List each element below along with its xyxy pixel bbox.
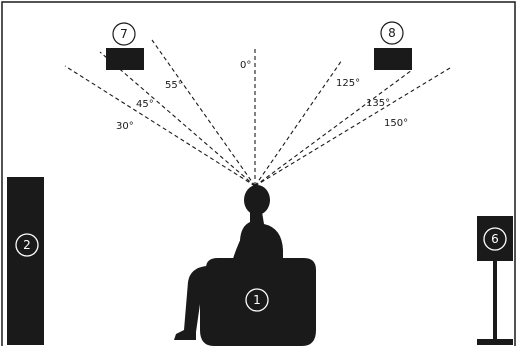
ray-55	[151, 39, 256, 187]
angle-label-55: 55°	[165, 80, 183, 91]
badge-7	[112, 22, 136, 46]
ray-45	[99, 51, 256, 187]
badge-8	[380, 21, 404, 45]
height-speaker-right: 8	[374, 21, 412, 70]
speaker-box-6	[477, 216, 513, 261]
ray-135	[254, 69, 413, 187]
listener-head	[244, 185, 270, 215]
listener-silhouette: 1	[174, 185, 316, 346]
badge-1	[245, 288, 269, 312]
surround-speaker: 6	[477, 216, 513, 345]
speaker-box-8	[374, 48, 412, 70]
ray-150	[254, 67, 451, 187]
badge-7-label: 7	[120, 27, 128, 41]
listener-legs	[174, 262, 236, 340]
angle-label-0: 0°	[240, 60, 251, 71]
badge-6	[483, 227, 507, 251]
speaker-box-2	[7, 177, 44, 345]
ray-30	[64, 65, 256, 187]
speaker-stand-base	[477, 339, 513, 345]
angle-labels: 0° 30° 45° 55° 125° 135° 150°	[116, 60, 408, 132]
speaker-stand-pole	[493, 261, 497, 339]
listener-arm	[232, 232, 252, 264]
angle-label-45: 45°	[136, 99, 154, 110]
angle-label-30: 30°	[116, 121, 134, 132]
angle-rays	[64, 39, 451, 187]
angle-label-125: 125°	[336, 78, 360, 89]
ray-125	[254, 59, 343, 187]
front-speaker: 2	[7, 177, 44, 345]
listener-torso	[240, 212, 283, 268]
badge-2-label: 2	[23, 238, 31, 252]
badge-8-label: 8	[388, 26, 396, 40]
speaker-box-7	[106, 48, 144, 70]
angle-label-150: 150°	[384, 118, 408, 129]
angle-label-135: 135°	[366, 98, 390, 109]
badge-1-label: 1	[253, 293, 261, 307]
height-speaker-left: 7	[106, 22, 144, 70]
badge-6-label: 6	[491, 232, 499, 246]
badge-2	[15, 233, 39, 257]
